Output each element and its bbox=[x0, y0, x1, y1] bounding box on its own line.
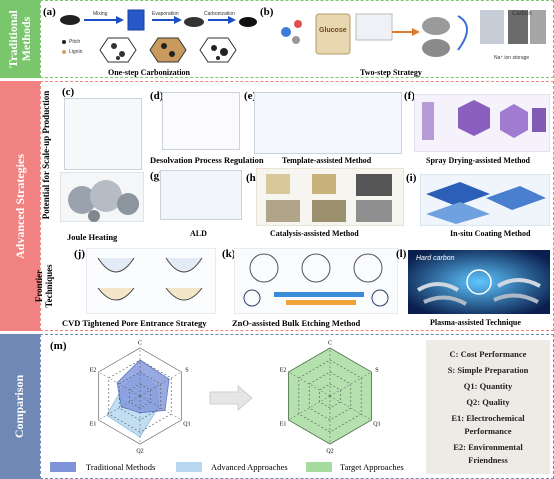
legend-advanced-label: Advanced Approaches bbox=[211, 462, 288, 472]
panel-a-evaporation-label: Evaporation bbox=[152, 11, 179, 17]
panel-g-letter: (g) bbox=[150, 170, 163, 182]
right-radar-grid-ring bbox=[288, 347, 372, 445]
transition-arrow bbox=[209, 384, 253, 412]
panel-d-letter: (d) bbox=[150, 90, 164, 102]
right-radar-axis-line bbox=[288, 395, 331, 421]
panel-c-letter: (c) bbox=[62, 86, 75, 98]
left-radar-axis-label: Q2 bbox=[136, 449, 143, 455]
panel-a-mixing-label: Mixing bbox=[93, 11, 108, 17]
panel-a-lignin-label: Lignin bbox=[69, 49, 83, 55]
key-quality: Q2: Quality bbox=[466, 397, 510, 407]
frontier-label: Frontier Techniques bbox=[34, 264, 54, 308]
panel-f-image bbox=[414, 94, 550, 152]
advanced-row-label: Advanced Strategies bbox=[0, 81, 40, 331]
right-radar-axis-line bbox=[329, 371, 372, 397]
panel-a-carbonization-label: Carbonization bbox=[204, 11, 235, 17]
panel-j-letter: (j) bbox=[74, 248, 85, 260]
panel-i-image bbox=[420, 174, 550, 226]
panel-a-illustration bbox=[60, 9, 257, 63]
panel-c-image bbox=[64, 98, 142, 170]
left-radar-axis-line bbox=[139, 371, 182, 397]
traditional-row-label: Traditional Methods bbox=[0, 0, 40, 78]
panel-b-illustration bbox=[281, 10, 546, 57]
right-radar-axis-line bbox=[288, 371, 331, 397]
criteria-key: C: Cost Performance S: Simple Preparatio… bbox=[426, 340, 550, 474]
joule-heating-caption: Joule Heating bbox=[67, 232, 118, 242]
scaleup-label: Potential for Scale-up Production bbox=[41, 90, 51, 220]
panel-g-caption: ALD bbox=[190, 229, 207, 238]
panel-f-letter: (f) bbox=[404, 90, 415, 102]
left-radar-grid-ring bbox=[98, 347, 182, 445]
left-radar-axis-label: Q1 bbox=[183, 422, 190, 428]
panel-j-caption: CVD Tightened Pore Entrance Strategy bbox=[62, 318, 207, 328]
panel-l-caption: Plasma-assisted Technique bbox=[430, 318, 521, 327]
left-radar-axis-label: C bbox=[138, 340, 142, 346]
traditional-row-text: Traditional Methods bbox=[6, 10, 34, 68]
panel-e-image bbox=[254, 92, 402, 154]
panel-e-letter: (e) bbox=[244, 90, 257, 102]
panel-l-image bbox=[408, 250, 550, 314]
panel-j-image bbox=[86, 248, 216, 314]
left-radar-axis-line bbox=[98, 371, 141, 397]
legend-traditional-swatch bbox=[50, 462, 76, 472]
panel-b-caption: Two-step Strategy bbox=[360, 68, 422, 77]
right-radar-axis-label: S bbox=[375, 367, 378, 373]
panel-b-glucose-label: Glucose bbox=[319, 27, 347, 34]
panel-a-letter: (a) bbox=[43, 6, 56, 18]
comparison-row-label: Comparison bbox=[0, 334, 40, 479]
panel-k-caption: ZnO-assisted Bulk Etching Method bbox=[232, 318, 361, 328]
joule-heating-image bbox=[60, 172, 144, 222]
panel-k-image bbox=[234, 248, 398, 314]
left-radar-axis-label: E1 bbox=[90, 422, 97, 428]
panel-b-letter: (b) bbox=[260, 6, 274, 18]
key-electrochemical: E1: Electrochemical bbox=[451, 413, 525, 423]
panel-i-caption: In-situ Coating Method bbox=[450, 229, 531, 238]
right-radar-axis-label: E2 bbox=[280, 367, 287, 373]
right-radar-axis-label: Q2 bbox=[326, 449, 333, 455]
panel-f-caption: Spray Drying-assisted Method bbox=[426, 156, 531, 165]
left-radar-axis-line bbox=[139, 395, 182, 421]
legend-target-swatch bbox=[306, 462, 332, 472]
legend-traditional-label: Traditional Methods bbox=[86, 462, 156, 472]
right-radar-axis-line bbox=[329, 395, 372, 421]
panel-l-hard-carbon-label: Hard carbon bbox=[416, 255, 455, 262]
panel-d-caption: Desolvation Process Regulation bbox=[150, 155, 264, 165]
key-cost: C: Cost Performance bbox=[449, 349, 527, 359]
legend-advanced-swatch bbox=[176, 462, 202, 472]
right-radar-axis-label: C bbox=[328, 340, 332, 346]
key-environmental-2: Friendness bbox=[468, 455, 508, 465]
panel-m-letter: (m) bbox=[50, 340, 67, 352]
panel-a-pitch-label: Pitch bbox=[69, 39, 81, 45]
key-environmental: E2: Environmental bbox=[453, 442, 523, 452]
panel-a-caption: One-step Carbonization bbox=[108, 68, 190, 77]
panel-b-naion-label: Na⁺ ion storage bbox=[494, 55, 530, 61]
panel-k-letter: (k) bbox=[222, 248, 236, 260]
panel-l-letter: (l) bbox=[396, 248, 407, 260]
panel-d-image bbox=[162, 92, 240, 150]
key-quantity: Q1: Quantity bbox=[463, 381, 513, 391]
panel-e-caption: Template-assisted Method bbox=[282, 156, 372, 165]
right-radar-axis-label: E1 bbox=[280, 422, 287, 428]
panel-b-carbon-label: Carbon bbox=[512, 11, 532, 17]
left-radar-axis-label: E2 bbox=[90, 367, 97, 373]
panel-i-letter: (i) bbox=[406, 172, 417, 184]
panel-g-image bbox=[160, 170, 242, 220]
right-radar-axis-label: Q1 bbox=[373, 422, 380, 428]
advanced-row-text: Advanced Strategies bbox=[12, 153, 27, 259]
comparison-row-text: Comparison bbox=[12, 374, 27, 439]
panel-h-image bbox=[256, 168, 404, 226]
panel-h-caption: Catalysis-assisted Method bbox=[270, 229, 359, 238]
key-electrochemical-2: Performance bbox=[464, 426, 512, 436]
key-simple: S: Simple Preparation bbox=[447, 365, 529, 375]
left-radar-axis-label: S bbox=[185, 367, 188, 373]
legend-target-label: Target Approaches bbox=[340, 462, 404, 472]
left-radar-axis-line bbox=[98, 395, 141, 421]
